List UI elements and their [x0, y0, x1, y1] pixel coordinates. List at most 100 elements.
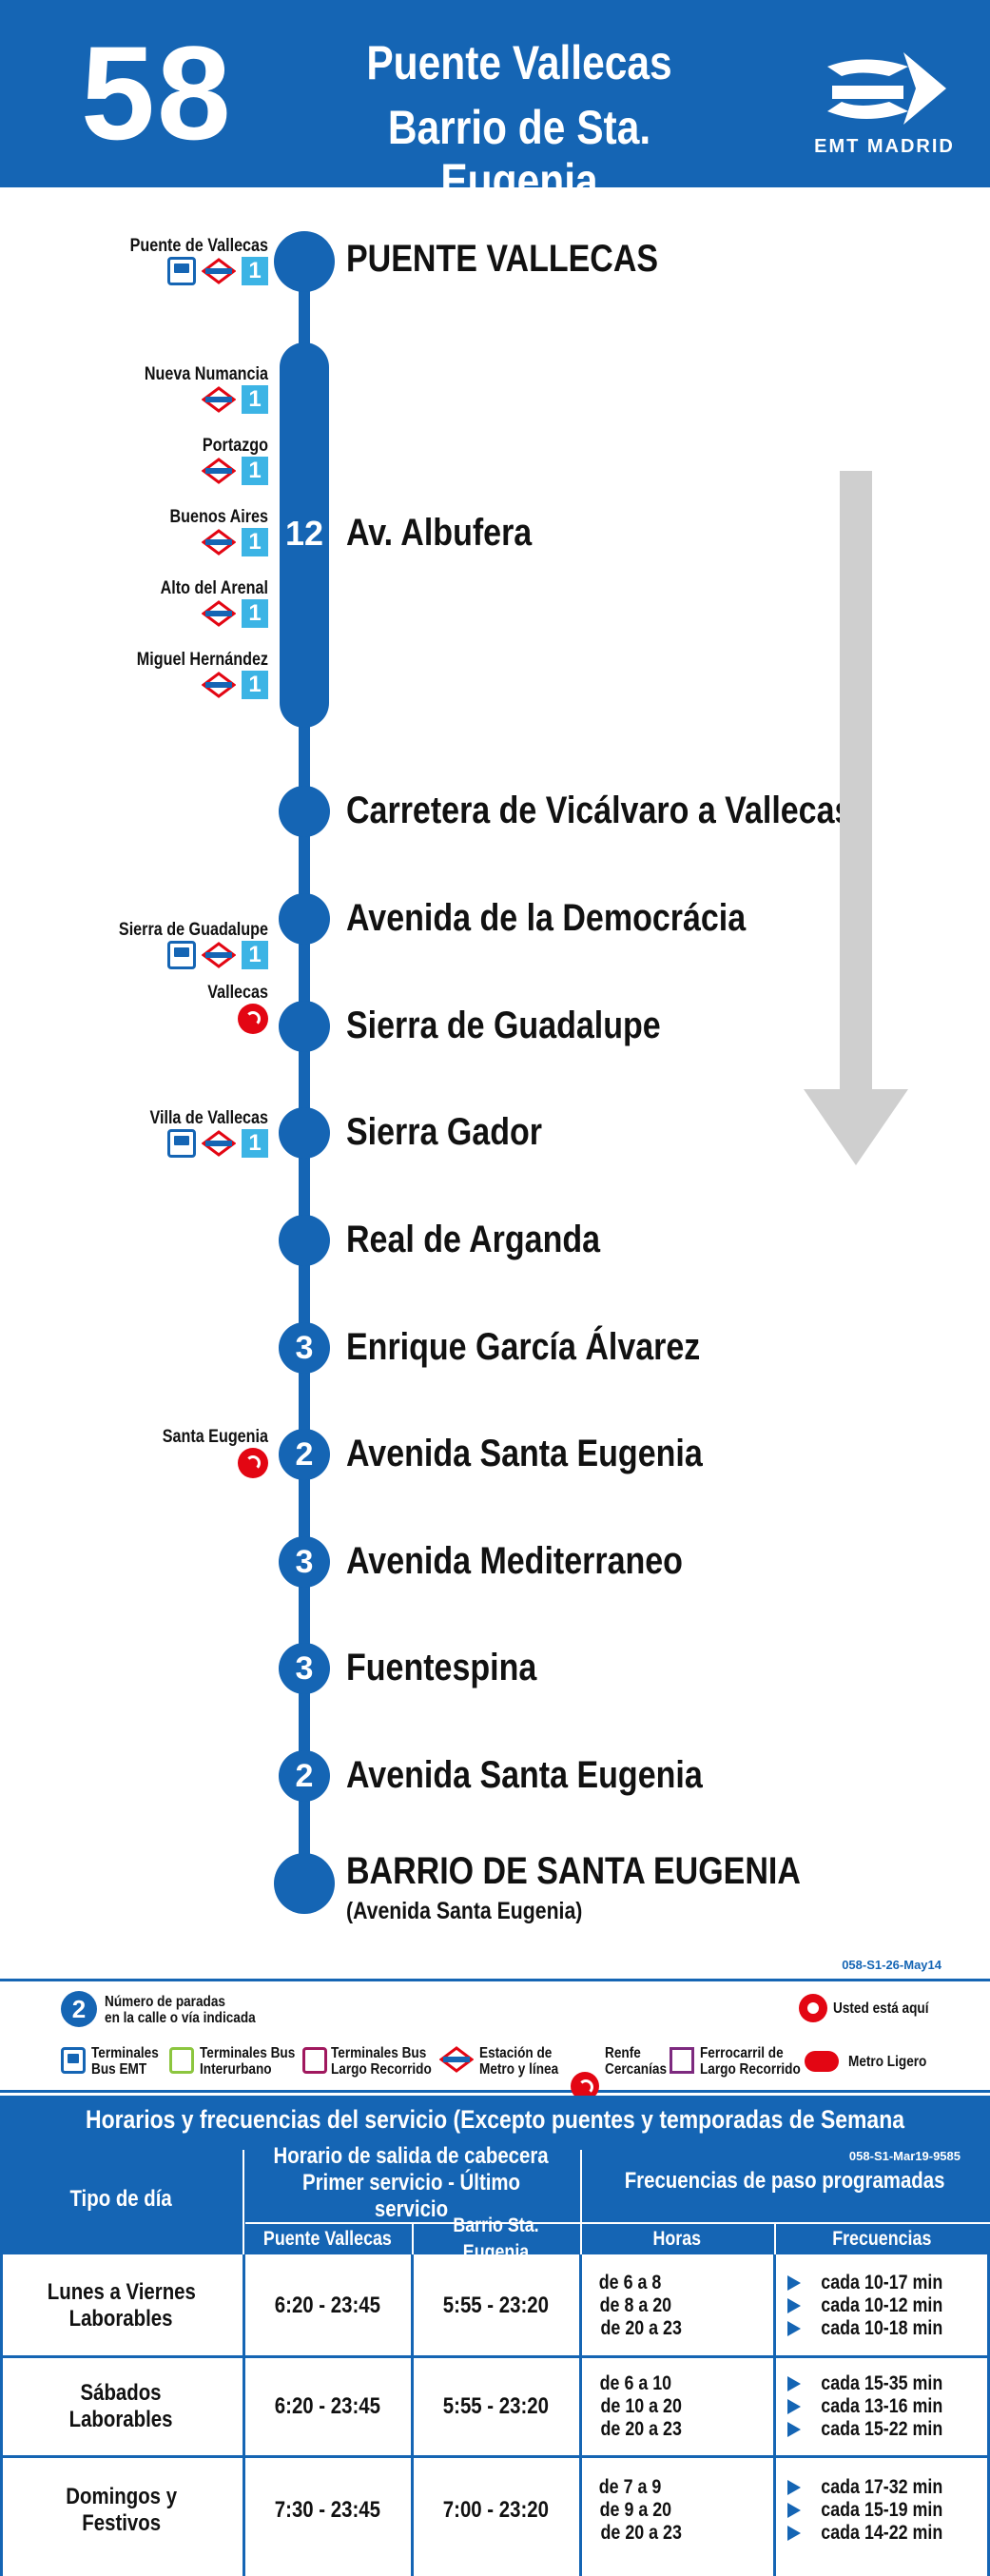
legend-item-label: Terminales Bus — [200, 2045, 296, 2061]
stop-name: Carretera de Vicálvaro a Vallecas — [346, 790, 853, 831]
connection-label: Santa Eugenia — [162, 1427, 268, 1447]
you-are-here-icon-center — [807, 2002, 819, 2014]
grid-line — [773, 2254, 776, 2576]
destination-origin: Puente Vallecas — [366, 36, 672, 89]
grid-line — [0, 2254, 3, 2576]
legend — [0, 1979, 990, 2093]
bus-emt-icon — [167, 1129, 196, 1158]
connection-label: Villa de Vallecas — [149, 1108, 268, 1128]
stop-dot — [279, 786, 330, 837]
divider — [580, 2150, 582, 2254]
metro-icon — [202, 458, 236, 484]
connection-miguel-hernandez: Miguel Hernández 1 — [40, 650, 268, 699]
connection-label: Nueva Numancia — [144, 364, 268, 384]
row-dest-times: 5:55 - 23:20 — [442, 2293, 550, 2318]
divider — [243, 2150, 244, 2254]
direction-arrow-icon — [804, 471, 908, 1165]
destination-terminus: Barrio de Sta. Eugenia — [387, 101, 651, 207]
connection-vallecas: Vallecas — [40, 983, 268, 1034]
metro-icon — [202, 942, 236, 968]
metro-icon — [202, 386, 236, 413]
stop-count-dot: 2 — [279, 1750, 330, 1802]
connection-sierra-de-guadalupe: Sierra de Guadalupe 1 — [40, 920, 268, 969]
metro-line-icon: 1 — [242, 257, 268, 285]
grid-line — [0, 2355, 990, 2358]
arrow-icon — [787, 2298, 801, 2313]
stop-name: Enrique García Álvarez — [346, 1326, 701, 1368]
arrow-icon — [787, 2526, 801, 2541]
arrow-icon — [787, 2399, 801, 2414]
legend-item-label: Estación de — [479, 2045, 553, 2061]
metro-line-icon: 1 — [242, 599, 268, 628]
arrow-icon — [787, 2275, 801, 2291]
arrow-icon — [787, 2376, 801, 2391]
legend-item-label: Cercanías — [605, 2061, 668, 2078]
stop-dot — [279, 1215, 330, 1266]
grid-line — [579, 2254, 582, 2576]
divider — [245, 2222, 990, 2224]
stop-dot — [279, 1001, 330, 1052]
metro-line-icon: 1 — [242, 528, 268, 556]
stop-name: Sierra de Guadalupe — [346, 1005, 661, 1046]
row-origin-times: 6:20 - 23:45 — [274, 2293, 380, 2318]
stop-count-dot: 3 — [279, 1536, 330, 1588]
grid-line — [243, 2254, 245, 2576]
stop-name: Real de Arganda — [346, 1219, 601, 1260]
stop-dot — [279, 1107, 330, 1159]
row-frequencies: cada 17-32 min cada 15-19 min cada 14-22… — [774, 2458, 990, 2563]
legend-count-text: Número de paradas — [105, 1994, 225, 2010]
stop-name: Sierra Gador — [346, 1111, 542, 1153]
connection-nueva-numancia: Nueva Numancia 1 — [40, 364, 268, 414]
timetable-title: Horarios y frecuencias del servicio (Exc… — [0, 2096, 990, 2181]
stop-name: Avenida Mediterraneo — [346, 1540, 683, 1582]
row-origin-times: 6:20 - 23:45 — [274, 2393, 380, 2419]
row-dest-times: 5:55 - 23:20 — [442, 2393, 550, 2419]
stop-count-dot: 3 — [279, 1643, 330, 1694]
connection-label: Puente de Vallecas — [129, 236, 268, 256]
header-banner — [0, 0, 990, 187]
legend-item-label: Terminales — [91, 2045, 159, 2061]
row-dest-times: 7:00 - 23:20 — [442, 2497, 550, 2523]
connection-label: Buenos Aires — [169, 507, 268, 527]
line-number: 58 — [81, 18, 233, 167]
metro-icon — [202, 529, 236, 556]
metro-icon — [202, 1130, 236, 1157]
stop-dot — [274, 231, 335, 292]
metro-icon — [202, 672, 236, 698]
col-frequencies: Frecuencias — [774, 2223, 990, 2254]
metro-line-icon: 1 — [242, 457, 268, 485]
col-hours: Horas — [580, 2223, 774, 2254]
bus-interurbano-icon — [169, 2047, 194, 2074]
connection-puente-de-vallecas: Puente de Vallecas 1 — [40, 236, 268, 285]
divider — [412, 2224, 414, 2254]
stop-count-dot: 2 — [279, 1429, 330, 1480]
stop-dot — [274, 1853, 335, 1914]
bus-emt-icon — [167, 941, 196, 969]
connection-label: Alto del Arenal — [160, 578, 268, 598]
row-origin-times: 7:30 - 23:45 — [274, 2497, 380, 2523]
metro-ligero-icon — [805, 2051, 839, 2072]
col-frequency: Frecuencias de paso programadas — [580, 2143, 990, 2223]
legend-item-label: Ferrocarril de — [700, 2045, 784, 2061]
metro-line-icon: 1 — [242, 385, 268, 414]
renfe-icon — [238, 1004, 268, 1034]
connection-portazgo: Portazgo 1 — [40, 436, 268, 485]
timetable-code: 058-S1-Mar19-9585 — [848, 2149, 961, 2163]
grid-line — [411, 2254, 414, 2576]
metro-line-icon: 1 — [242, 1129, 268, 1158]
metro-line-icon: 1 — [242, 941, 268, 969]
col-day-type: Tipo de día — [0, 2143, 243, 2254]
terminus-subname: (Avenida Santa Eugenia) — [346, 1898, 583, 1924]
col-destination: Barrio Sta. Eugenia — [412, 2215, 580, 2263]
legend-item-label: Interurbano — [200, 2061, 272, 2078]
terminus-name: BARRIO DE SANTA EUGENIA — [346, 1850, 801, 1892]
legend-item-label: Metro y línea — [479, 2061, 559, 2078]
stop-name: Fuentespina — [346, 1647, 537, 1688]
